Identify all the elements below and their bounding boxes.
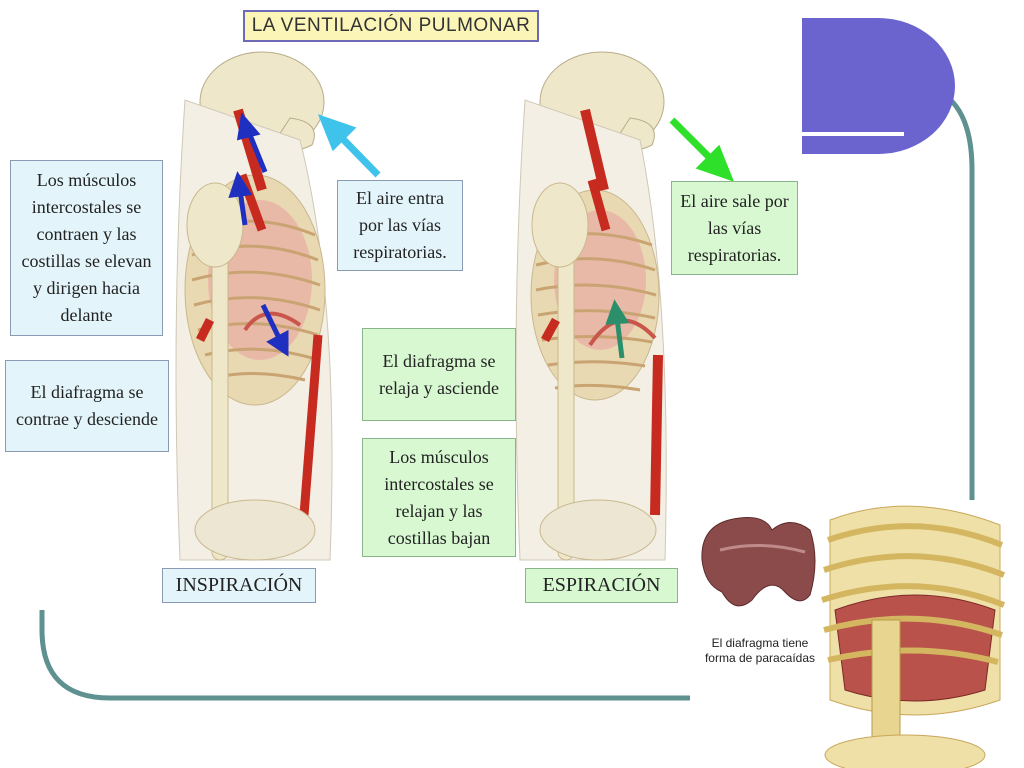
- accent-bar: [802, 132, 904, 136]
- frame-line: [39, 610, 690, 701]
- air-in-arrow: [317, 114, 381, 178]
- expiration-label: ESPIRACIÓN: [525, 568, 678, 603]
- inspiration-air-note: El aire entra por las vías respiratorias…: [337, 180, 463, 271]
- expiration-air-note: El aire sale por las vías respiratorias.: [671, 181, 798, 275]
- slide-title: LA VENTILACIÓN PULMONAR: [243, 10, 539, 42]
- expiration-diaphragm-note: El diafragma se relaja y asciende: [362, 328, 516, 421]
- expiration-figure: [515, 51, 667, 561]
- inspiration-figure: [175, 51, 333, 561]
- inspiration-diaphragm-note: El diafragma se contrae y desciende: [5, 360, 169, 452]
- diaphragm-caption: El diafragma tiene forma de paracaídas: [704, 636, 816, 665]
- accent-shape: [802, 18, 955, 154]
- air-out-arrow: [669, 117, 735, 182]
- diaphragm-icon: [701, 517, 816, 607]
- expiration-muscles-note: Los músculos intercostales se relajan y …: [362, 438, 516, 557]
- inspiration-label: INSPIRACIÓN: [162, 568, 316, 603]
- ribcage-icon: [821, 505, 1006, 768]
- inspiration-muscles-note: Los músculos intercostales se contraen y…: [10, 160, 163, 336]
